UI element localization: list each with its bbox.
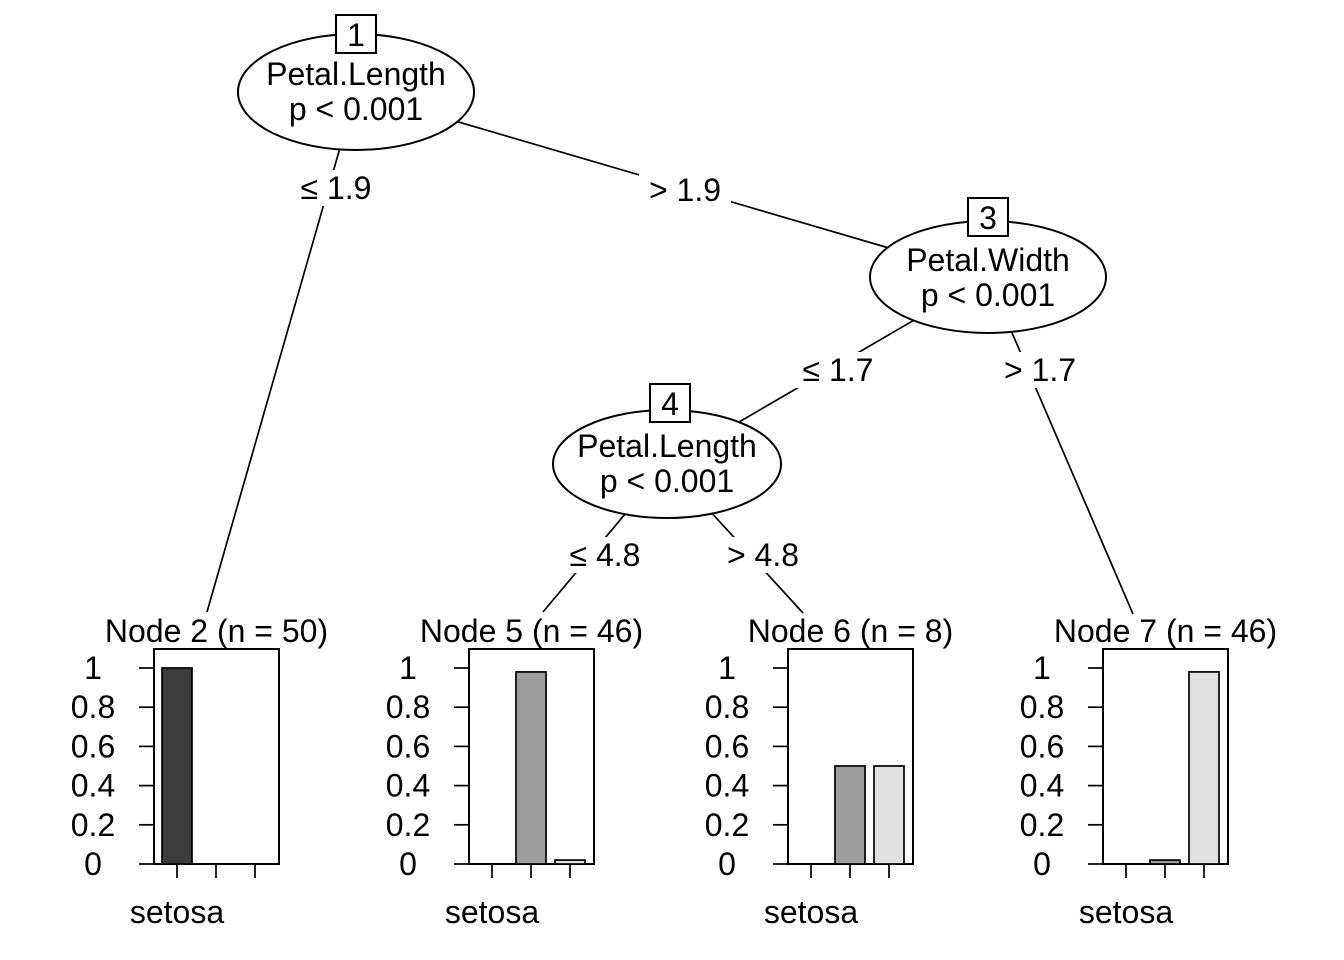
edge-label: > 1.9	[649, 172, 721, 208]
y-axis-tick-label: 0.4	[71, 768, 115, 804]
node-split-variable: Petal.Length	[577, 428, 757, 464]
y-axis-tick-label: 0.2	[705, 807, 749, 843]
node-p-value: p < 0.001	[600, 463, 734, 499]
y-axis-tick-label: 0.6	[705, 728, 749, 764]
bar	[1188, 671, 1220, 865]
y-axis-tick-label: 0	[1033, 846, 1051, 882]
node-id-badge	[649, 383, 691, 423]
node-id: 3	[979, 200, 997, 236]
y-axis-tick-label: 1	[84, 650, 102, 686]
y-axis-tick-label: 0.4	[705, 768, 749, 804]
edge-label: ≤ 1.9	[301, 170, 372, 206]
x-tick-label-setosa: setosa	[764, 894, 858, 930]
node-p-value: p < 0.001	[289, 91, 423, 127]
x-axis-category-labels: setosa setosa setosa setosa	[130, 894, 1173, 930]
terminal-node-7-chart: 00.20.4 0.60.81	[1020, 648, 1229, 882]
node-p-value: p < 0.001	[921, 277, 1055, 313]
x-tick-label-setosa: setosa	[445, 894, 539, 930]
node-split-variable: Petal.Length	[266, 56, 446, 92]
y-axis-tick-label: 0.4	[1020, 768, 1064, 804]
inner-node-4: Petal.Length p < 0.001 4	[552, 383, 782, 519]
bar	[554, 859, 586, 865]
bar	[1149, 859, 1181, 865]
y-axis-tick-label: 0.8	[71, 689, 115, 725]
node-split-variable: Petal.Width	[906, 242, 1070, 278]
bar	[873, 765, 905, 865]
y-axis-tick-label: 0	[399, 846, 417, 882]
edge-label-mask	[717, 537, 809, 573]
y-axis-tick-label: 0	[718, 846, 736, 882]
y-axis-tick-label: 0.6	[71, 728, 115, 764]
edge-node3-node7	[987, 276, 1134, 615]
node-id: 1	[347, 17, 365, 53]
y-axis-tick-label: 0.8	[386, 689, 430, 725]
node-id: 4	[661, 386, 679, 422]
terminal-node-title: Node 5 (n = 46)	[420, 613, 643, 649]
y-axis-tick-label: 0.2	[386, 807, 430, 843]
y-axis-tick-label: 0.6	[386, 728, 430, 764]
edge-labels: ≤ 1.9 > 1.9 ≤ 1.7 > 1.7 ≤ 4.8 > 4.8	[293, 170, 1086, 573]
edge-label-mask	[795, 352, 881, 388]
y-axis-tick-label: 0.2	[71, 807, 115, 843]
y-axis-tick-label: 1	[1033, 650, 1051, 686]
edge-label-mask	[293, 170, 379, 206]
y-axis-tick-label: 0.2	[1020, 807, 1064, 843]
node-id-badge	[967, 197, 1009, 237]
y-axis-tick-label: 0.8	[705, 689, 749, 725]
y-axis-tick-label: 0	[84, 846, 102, 882]
edge-label: ≤ 4.8	[570, 537, 641, 573]
terminal-node-title: Node 6 (n = 8)	[748, 613, 953, 649]
y-axis-tick-label: 1	[718, 650, 736, 686]
edge-label: > 4.8	[727, 537, 799, 573]
terminal-node-title: Node 2 (n = 50)	[105, 613, 328, 649]
y-axis-tick-label: 0.8	[1020, 689, 1064, 725]
node-id-badge	[335, 14, 377, 54]
edge-label: > 1.7	[1004, 352, 1076, 388]
bar	[161, 667, 193, 865]
edge-label: ≤ 1.7	[803, 352, 874, 388]
terminal-node-2-chart: 00.20.4 0.60.81	[71, 648, 280, 882]
inner-node-3: Petal.Width p < 0.001 3	[869, 197, 1107, 334]
bar	[515, 671, 547, 865]
edge-label-mask	[994, 352, 1086, 388]
edge-label-mask	[639, 172, 731, 208]
bar	[834, 765, 866, 865]
terminal-node-titles: Node 2 (n = 50) Node 5 (n = 46) Node 6 (…	[105, 613, 1277, 649]
terminal-node-title: Node 7 (n = 46)	[1054, 613, 1277, 649]
y-axis-tick-label: 1	[399, 650, 417, 686]
terminal-node-6-chart: 00.20.4 0.60.81	[705, 648, 914, 882]
y-axis-tick-label: 0.6	[1020, 728, 1064, 764]
x-tick-label-setosa: setosa	[130, 894, 224, 930]
inner-node-1: Petal.Length p < 0.001 1	[237, 14, 475, 151]
y-axis-tick-label: 0.4	[386, 768, 430, 804]
terminal-node-5-chart: 00.20.4 0.60.81	[386, 648, 595, 882]
x-tick-label-setosa: setosa	[1079, 894, 1173, 930]
edge-label-mask	[562, 537, 648, 573]
